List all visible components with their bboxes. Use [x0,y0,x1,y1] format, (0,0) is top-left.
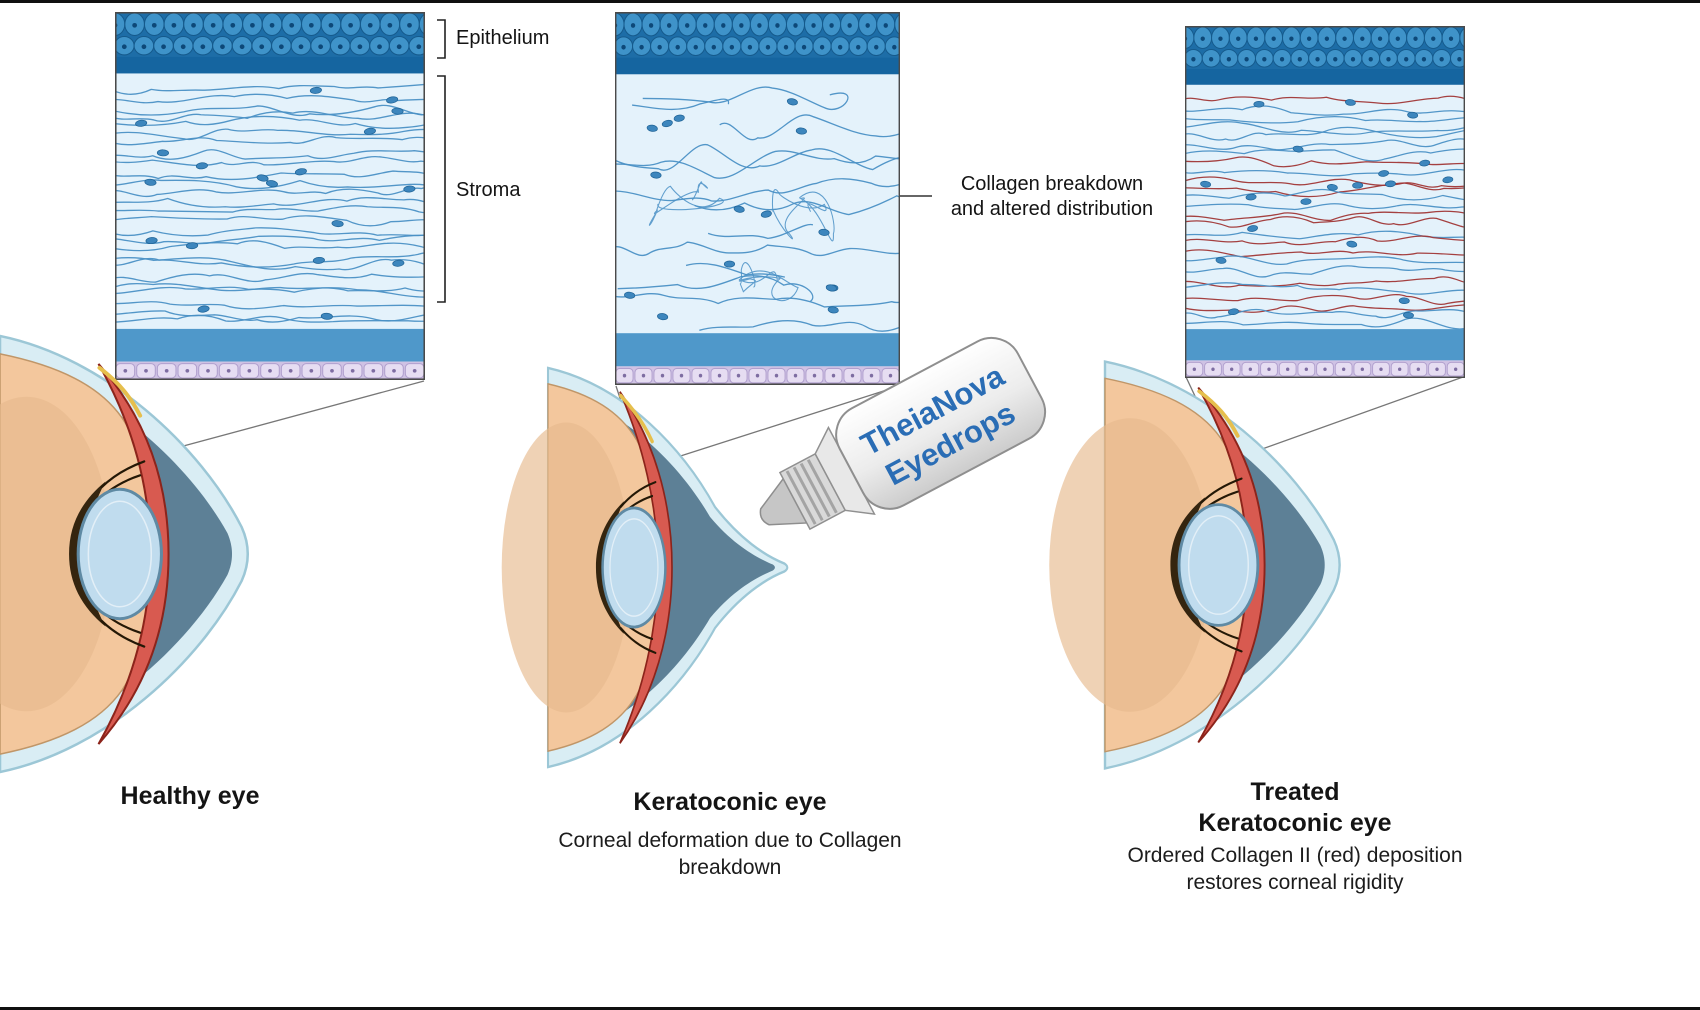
collagen-breakdown-annotation: Collagen breakdown and altered distribut… [950,173,1154,220]
keratoconic-title: Keratoconic eye [633,788,827,816]
ciliary-fibers [613,481,657,654]
healthy-title: Healthy eye [120,782,260,810]
callout-line [1185,376,1227,463]
sclera [547,382,662,753]
epithelium-label: Epithelium [456,27,550,49]
ciliary-body [595,500,625,635]
callout-line [1225,376,1464,463]
treated-subtitle: Ordered Collagen II (red) deposition res… [1127,844,1463,894]
callout-line [615,385,644,469]
treated-cornea-inset [1185,26,1465,378]
bottle-brand-line2: Eyedrops [880,395,1021,492]
cornea-shell-cone [546,366,789,769]
stroma-label: Stroma [456,179,521,201]
bottom-border [0,1007,1700,1010]
keratoconic-eye-illustration [501,366,789,769]
callout-line [149,380,425,456]
bottle-collar-ridges [785,459,838,525]
healthy-cornea-inset [115,12,425,380]
bottle-collar [778,452,847,531]
lens [601,506,667,629]
bottle-neck [814,425,876,516]
treated-eye-illustration [1047,359,1342,771]
bottle-brand-line1: TheiaNova [855,358,1011,463]
tendon-highlight [619,393,654,444]
callout-line [642,385,900,469]
anterior-chamber [548,389,775,746]
stroma-bracket [437,75,446,303]
iris-ring [619,391,673,744]
keratoconic-subtitle: Corneal deformation due to Collagen brea… [558,829,902,879]
bottle-body [835,336,1047,510]
callout-line [115,380,151,456]
eyedrops-bottle: TheiaNova Eyedrops [759,336,1047,531]
top-border [0,0,1700,3]
lens-highlight [609,518,659,617]
sclera-shading [501,422,631,713]
epithelium-bracket [437,19,446,59]
bottle-tip [759,477,808,526]
treated-title: Treated Keratoconic eye [1198,778,1392,837]
healthy-eye-illustration [0,330,264,778]
keratoconic-cornea-inset [615,12,900,385]
